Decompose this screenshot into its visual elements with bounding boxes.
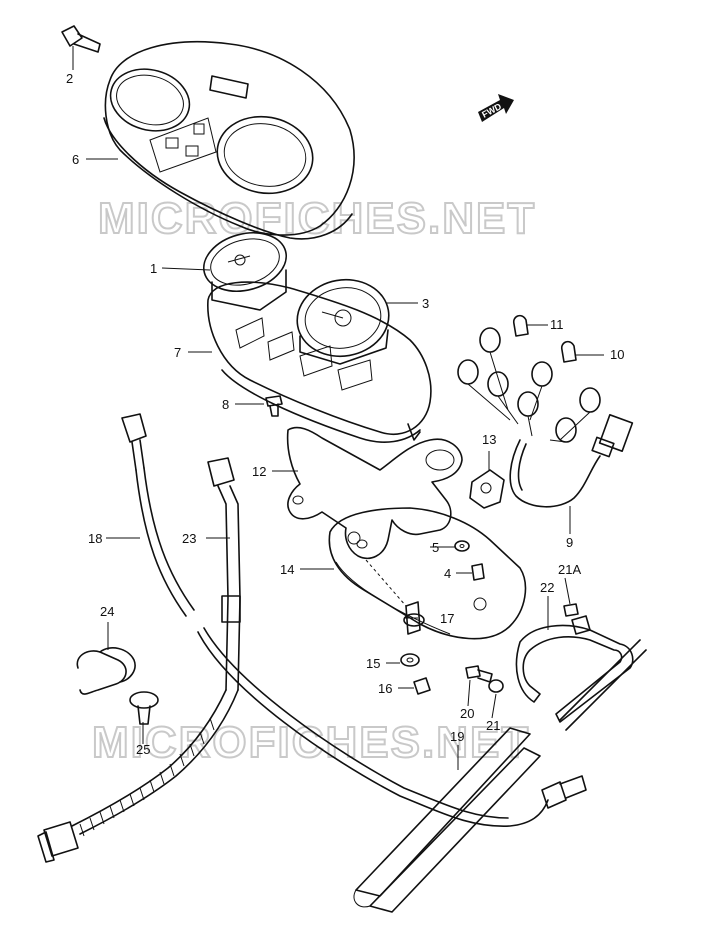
callout-4: 4 [444,566,451,581]
callout-1: 1 [150,261,157,276]
part-14-lower-cover [328,507,527,640]
part-9-wire-harness [457,327,634,508]
callout-labels: 2 6 1 3 7 8 12 18 23 14 5 4 17 15 16 20 … [66,71,624,757]
callout-17: 17 [440,611,454,626]
part-22-bracket [515,603,647,731]
part-10-bulb [560,340,577,363]
part-5-washer [454,540,470,552]
fwd-arrow-icon: FWD [478,94,514,122]
callout-2: 2 [66,71,73,86]
callout-9: 9 [566,535,573,550]
callout-16: 16 [378,681,392,696]
part-13-clamp [469,469,505,509]
part-7-meter-case [207,281,432,443]
callout-8: 8 [222,397,229,412]
callout-18: 18 [88,531,102,546]
part-15-washer [400,653,420,667]
callout-23: 23 [182,531,196,546]
part-23-cable [207,457,241,691]
callout-3: 3 [422,296,429,311]
callout-5: 5 [432,540,439,555]
callout-11: 11 [550,317,564,332]
callout-22: 22 [540,580,554,595]
callout-14: 14 [280,562,294,577]
callout-21a: 21A [558,562,581,577]
callout-12: 12 [252,464,266,479]
part-6-meter-cover [103,41,355,240]
callout-15: 15 [366,656,380,671]
part-16-nut [413,677,431,695]
callout-10: 10 [610,347,624,362]
callout-7: 7 [174,345,181,360]
part-11-bulb [512,314,529,337]
part-12-bracket [286,426,463,560]
callout-21: 21 [486,718,500,733]
part-17-grommet [403,601,425,635]
callout-25: 25 [136,742,150,757]
part-8-screw [265,395,283,417]
part-4-screw [471,563,485,581]
part-3-speedometer [296,278,390,365]
part-21-washer [488,679,504,693]
leader-lines [72,46,604,770]
part-20-bolt [465,665,493,683]
part-18-cable [121,413,195,617]
part-1-gauge [202,232,288,311]
part-19-cable-assembly [37,627,587,913]
part-2-bulb-pin [61,25,101,53]
part-25-screw [129,691,159,725]
callout-6: 6 [72,152,79,167]
callout-24: 24 [100,604,114,619]
callout-13: 13 [482,432,496,447]
watermark-bottom: MICROFICHES.NET [92,718,530,767]
part-24-spring-clip [76,647,136,695]
watermark-top: MICROFICHES.NET [98,194,536,243]
callout-20: 20 [460,706,474,721]
callout-19: 19 [450,729,464,744]
